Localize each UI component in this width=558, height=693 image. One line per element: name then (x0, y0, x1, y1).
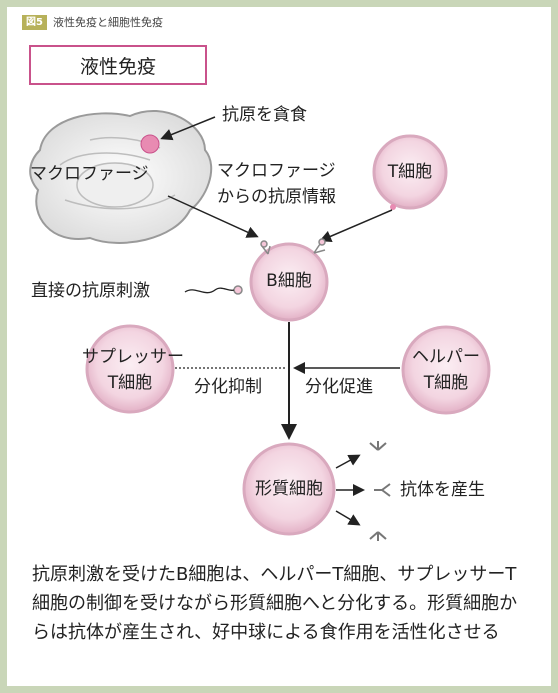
b-cell (249, 242, 329, 322)
macrophage-cell (29, 110, 213, 244)
t-cell-label: T細胞 (387, 162, 433, 182)
direct-stim-line (184, 287, 235, 294)
t-cell-antigen (390, 204, 396, 210)
antibody-label: 抗体を産生 (400, 480, 485, 500)
diff-inhibit-label: 分化抑制 (194, 377, 262, 397)
suppressor-label-1: サプレッサー (82, 347, 184, 367)
b-cell-label: B細胞 (266, 271, 312, 291)
antigen-dot (140, 134, 160, 154)
antibody-icons (369, 441, 391, 541)
engulf-label: 抗原を貪食 (222, 105, 307, 125)
antibody-arrows (335, 454, 365, 526)
plasma-cell-label: 形質細胞 (255, 479, 323, 499)
macrophage-info-label-1: マクロファージ (217, 161, 336, 181)
caption-text: 抗原刺激を受けたB細胞は、ヘルパーT細胞、サプレッサーT細胞の制御を受けながら形… (32, 564, 518, 643)
figure-header: 図5 液性免疫と細胞性免疫 (22, 14, 163, 30)
suppressor-t-cell (85, 324, 175, 414)
engulf-arrow (160, 116, 216, 141)
direct-stim-label: 直接の抗原刺激 (31, 281, 150, 301)
tcell-to-bcell-arrow (319, 209, 393, 242)
diff-promote-label: 分化促進 (305, 377, 373, 397)
plasma-cell (242, 442, 336, 536)
section-title-box: 液性免疫 (29, 45, 207, 85)
helper-label-1: ヘルパー (412, 347, 480, 367)
helper-label-2: T細胞 (423, 373, 469, 393)
macrophage-info-label-2: からの抗原情報 (217, 187, 336, 207)
b-cell-receptors (233, 238, 326, 295)
figure-number-badge: 図5 (22, 14, 47, 30)
helper-t-cell (401, 325, 491, 415)
macrophage-label: マクロファージ (30, 164, 149, 184)
suppressor-label-2: T細胞 (107, 373, 153, 393)
macrophage-to-bcell-arrow (167, 195, 259, 238)
t-cell (372, 134, 448, 210)
figure-title: 液性免疫と細胞性免疫 (52, 16, 163, 29)
